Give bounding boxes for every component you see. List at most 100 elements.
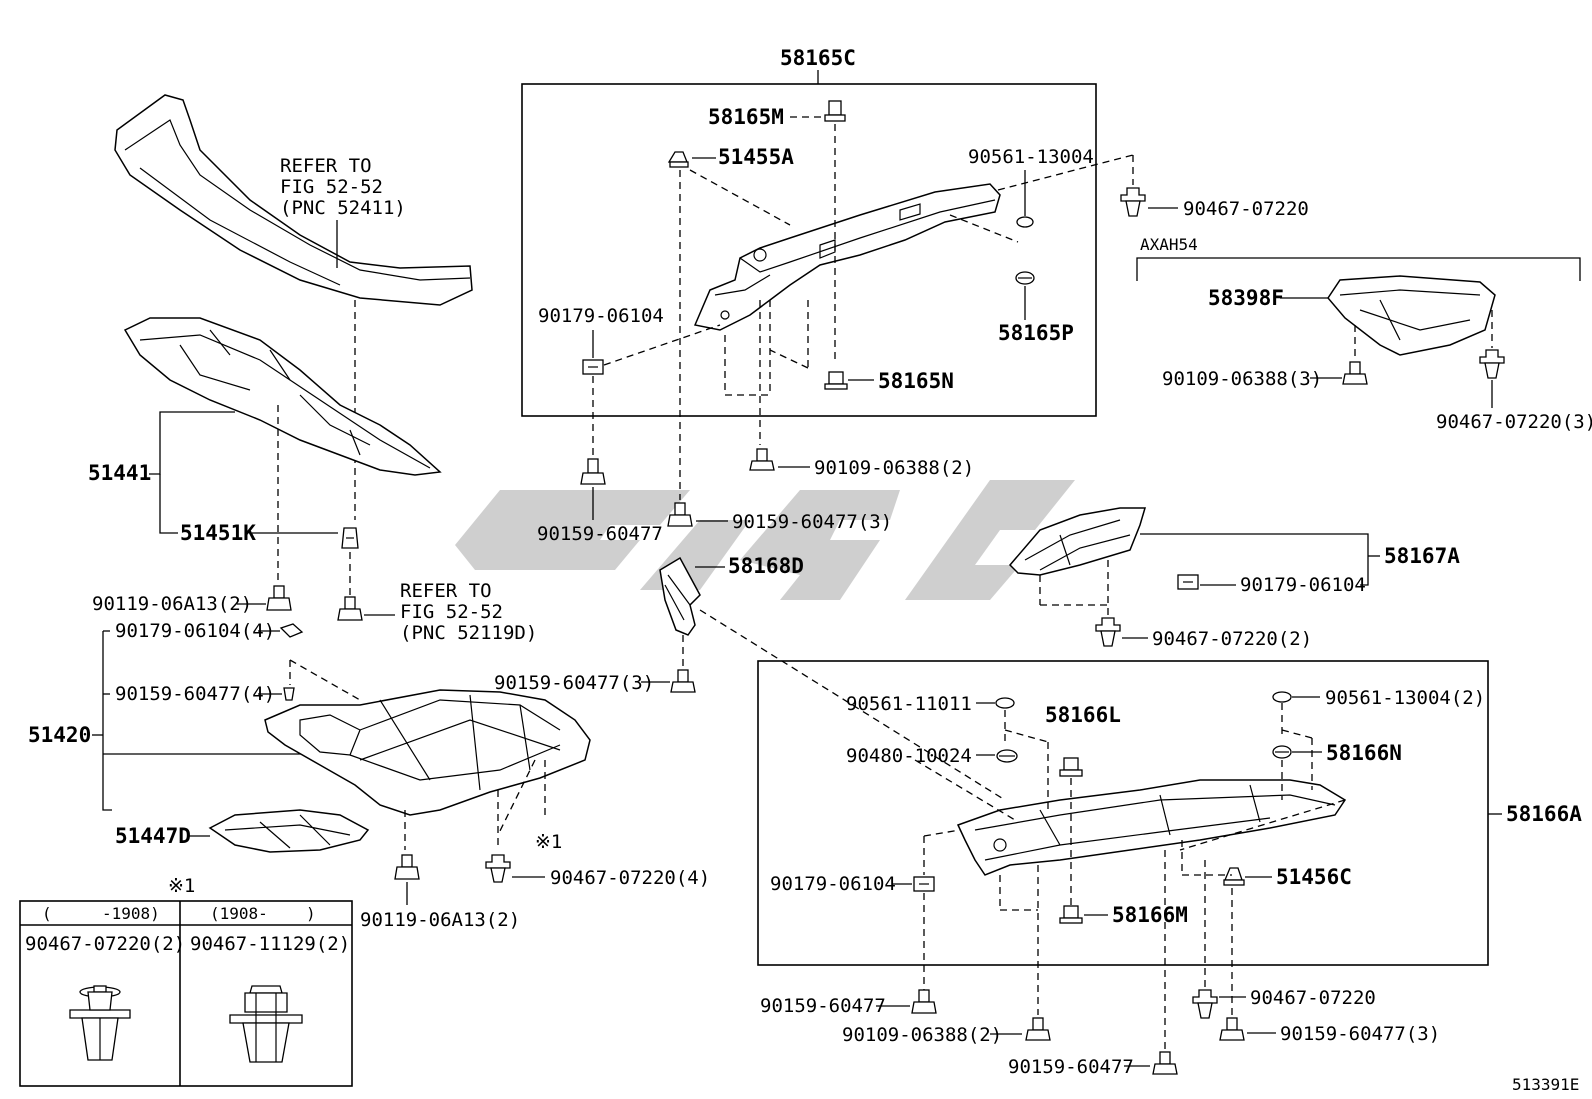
fastener-90467-07220-3	[1479, 349, 1505, 379]
fastener-58166n	[1272, 745, 1292, 759]
fastener-90109-06388-mid	[749, 448, 775, 471]
fastener-58165n	[824, 371, 848, 390]
part-58167a	[1008, 507, 1147, 576]
label-90159-60477-bot2: 90159-60477	[1008, 1056, 1134, 1078]
label-58165c: 58165C	[780, 46, 856, 70]
label-58166l: 58166L	[1045, 703, 1121, 727]
fastener-51456c	[1223, 867, 1245, 886]
part-58166-cover	[956, 779, 1347, 876]
part-58165-cover	[693, 183, 1001, 331]
label-90159-60477-4: 90159-60477(4)	[115, 683, 275, 705]
label-90159-60477-mid: 90159-60477	[537, 523, 663, 545]
fastener-90159-60477-3-mid	[667, 502, 693, 527]
fastener-90561-11011	[995, 697, 1015, 709]
label-90159-60477-3-mid: 90159-60477(3)	[732, 511, 892, 533]
label-58165m: 58165M	[708, 105, 784, 129]
part-51447d-cover	[208, 809, 370, 853]
label-58167a: 58167A	[1384, 544, 1460, 568]
label-51456c: 51456C	[1276, 865, 1352, 889]
group-box-58166a	[757, 660, 1489, 966]
label-90159-60477-3-bot: 90159-60477(3)	[1280, 1023, 1440, 1045]
label-51420: 51420	[28, 723, 91, 747]
label-58166m: 58166M	[1112, 903, 1188, 927]
label-90561-13004-top: 90561-13004	[968, 146, 1094, 168]
label-58166n: 58166N	[1326, 741, 1402, 765]
fastener-90159-60477-4	[283, 687, 295, 701]
legend-clip-2-icon	[229, 985, 303, 1063]
label-51447d: 51447D	[115, 824, 191, 848]
fastener-90159-60477-3-bot	[1219, 1017, 1245, 1041]
label-refer1-line3: (PNC 52411)	[280, 197, 406, 219]
label-refer2-line1: REFER TO	[400, 580, 492, 602]
label-90119-06a13-2-bot: 90119-06A13(2)	[360, 909, 520, 931]
label-90561-11011: 90561-11011	[846, 693, 972, 715]
label-90467-07220-top: 90467-07220	[1183, 198, 1309, 220]
label-51455a: 51455A	[718, 145, 794, 169]
fastener-90109-06388-bot	[1025, 1017, 1051, 1041]
bracket-axah54	[1136, 257, 1581, 281]
fastener-90119-06a13-bot	[394, 854, 420, 880]
fastener-90561-13004-top	[1016, 216, 1034, 228]
group-box-58165c	[521, 83, 1097, 417]
fastener-51451k	[341, 527, 359, 549]
label-90467-07220-bot: 90467-07220	[1250, 987, 1376, 1009]
fastener-90159-60477-mid	[580, 458, 606, 485]
fastener-58166l	[1059, 757, 1083, 777]
label-refer1-line1: REFER TO	[280, 155, 372, 177]
label-refer1-line2: FIG 52-52	[280, 176, 383, 198]
label-58165p: 58165P	[998, 321, 1074, 345]
fastener-90480-10024	[996, 749, 1018, 763]
fastener-58166m	[1059, 905, 1083, 924]
fastener-58165p	[1015, 271, 1035, 285]
fastener-58165m	[824, 100, 846, 122]
label-90179-06104-right: 90179-06104	[1240, 574, 1366, 596]
label-51451k: 51451K	[180, 521, 256, 545]
label-ref1-mark: ※1	[535, 831, 562, 853]
part-58398f	[1327, 275, 1496, 356]
label-90119-06a13-2-top: 90119-06A13(2)	[92, 593, 252, 615]
label-90109-06388-2-mid: 90109-06388(2)	[814, 457, 974, 479]
legend-table	[19, 900, 353, 1087]
label-51441: 51441	[88, 461, 151, 485]
label-90561-13004-2: 90561-13004(2)	[1325, 687, 1485, 709]
fastener-90109-06388-3-right	[1342, 361, 1368, 385]
label-58398f: 58398F	[1208, 286, 1284, 310]
fastener-90179-06104-top	[582, 359, 604, 375]
legend-clip-1-icon	[69, 985, 131, 1061]
fastener-51455a	[667, 151, 689, 168]
label-90467-07220-4: 90467-07220(4)	[550, 867, 710, 889]
fastener-90467-07220-bot	[1192, 989, 1218, 1019]
label-58168d: 58168D	[728, 554, 804, 578]
label-90159-60477-3-left: 90159-60477(3)	[494, 672, 654, 694]
fastener-90561-13004-2	[1272, 691, 1292, 703]
label-90467-07220-2: 90467-07220(2)	[1152, 628, 1312, 650]
fastener-90159-60477-bot1	[911, 989, 937, 1014]
part-51441-bracket	[123, 317, 442, 476]
label-refer2-line3: (PNC 52119D)	[400, 622, 537, 644]
fastener-90179-06104-4	[279, 623, 304, 638]
label-90179-06104-top: 90179-06104	[538, 305, 664, 327]
label-axah54: AXAH54	[1140, 235, 1198, 254]
fastener-90159-60477-bot2	[1152, 1051, 1178, 1075]
fastener-90467-07220-2	[1095, 617, 1121, 647]
fastener-90159-60477-3-left	[670, 669, 696, 693]
fastener-refer2	[337, 596, 363, 621]
label-90179-06104-4: 90179-06104(4)	[115, 620, 275, 642]
label-58165n: 58165N	[878, 369, 954, 393]
label-ref-code: 513391E	[1512, 1075, 1579, 1094]
legend-col1-header-open: (	[42, 904, 52, 923]
label-58166a: 58166A	[1506, 802, 1582, 826]
fastener-90179-06104-right	[1177, 574, 1199, 590]
legend-col1-header-date: -1908)	[102, 904, 160, 923]
label-90179-06104-bot: 90179-06104	[770, 873, 896, 895]
part-58168d	[659, 556, 701, 636]
legend-col1-part: 90467-07220(2)	[25, 933, 185, 955]
part-front-bumper	[114, 94, 473, 306]
legend-col2-header-close: )	[306, 904, 316, 923]
part-51420-undercover	[264, 689, 591, 816]
fastener-90119-06a13-top	[266, 585, 292, 611]
fastener-90467-07220-top	[1120, 187, 1146, 217]
legend-col2-header-date: (1908-	[210, 904, 268, 923]
label-90109-06388-2-bot: 90109-06388(2)	[842, 1024, 1002, 1046]
